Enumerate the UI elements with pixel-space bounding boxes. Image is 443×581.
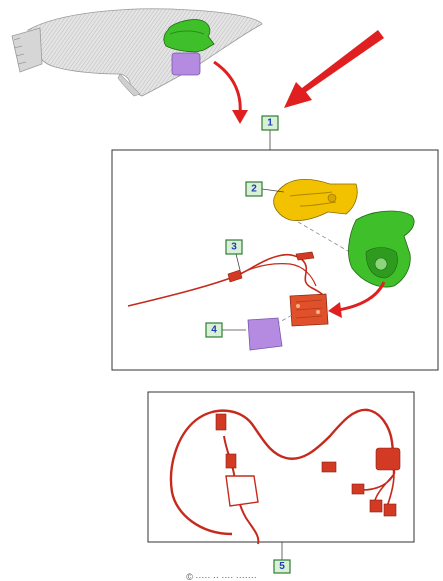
callout-5: 5 bbox=[273, 559, 291, 574]
wiring-harness-large-icon bbox=[169, 408, 401, 545]
svg-text:1: 1 bbox=[267, 118, 273, 129]
svg-text:5: 5 bbox=[279, 561, 285, 572]
big-pointer-arrow-icon bbox=[284, 30, 384, 108]
svg-text:3: 3 bbox=[231, 242, 237, 253]
trim-panel bbox=[11, 8, 263, 97]
wire-harness-icon bbox=[127, 251, 327, 307]
curved-arrow-middle-icon bbox=[328, 281, 386, 318]
orange-module-icon bbox=[289, 293, 329, 327]
callout-4: 4 bbox=[205, 322, 223, 338]
callout-3: 3 bbox=[225, 239, 243, 255]
lilac-cover-icon bbox=[171, 52, 201, 76]
green-bracket-large-icon bbox=[348, 210, 415, 288]
callout-2: 2 bbox=[245, 181, 263, 197]
harness-frame bbox=[147, 391, 415, 543]
curved-arrow-top-icon bbox=[213, 60, 248, 124]
svg-text:2: 2 bbox=[251, 184, 257, 195]
green-bracket-icon bbox=[163, 19, 215, 53]
detail-frame bbox=[111, 149, 439, 371]
lilac-cover-middle-icon bbox=[247, 317, 283, 351]
svg-text:4: 4 bbox=[211, 325, 217, 336]
yellow-bracket-icon bbox=[273, 179, 358, 221]
callout-1: 1 bbox=[261, 115, 279, 131]
figure-caption: © ····· ·· ···· ······· bbox=[186, 573, 257, 581]
